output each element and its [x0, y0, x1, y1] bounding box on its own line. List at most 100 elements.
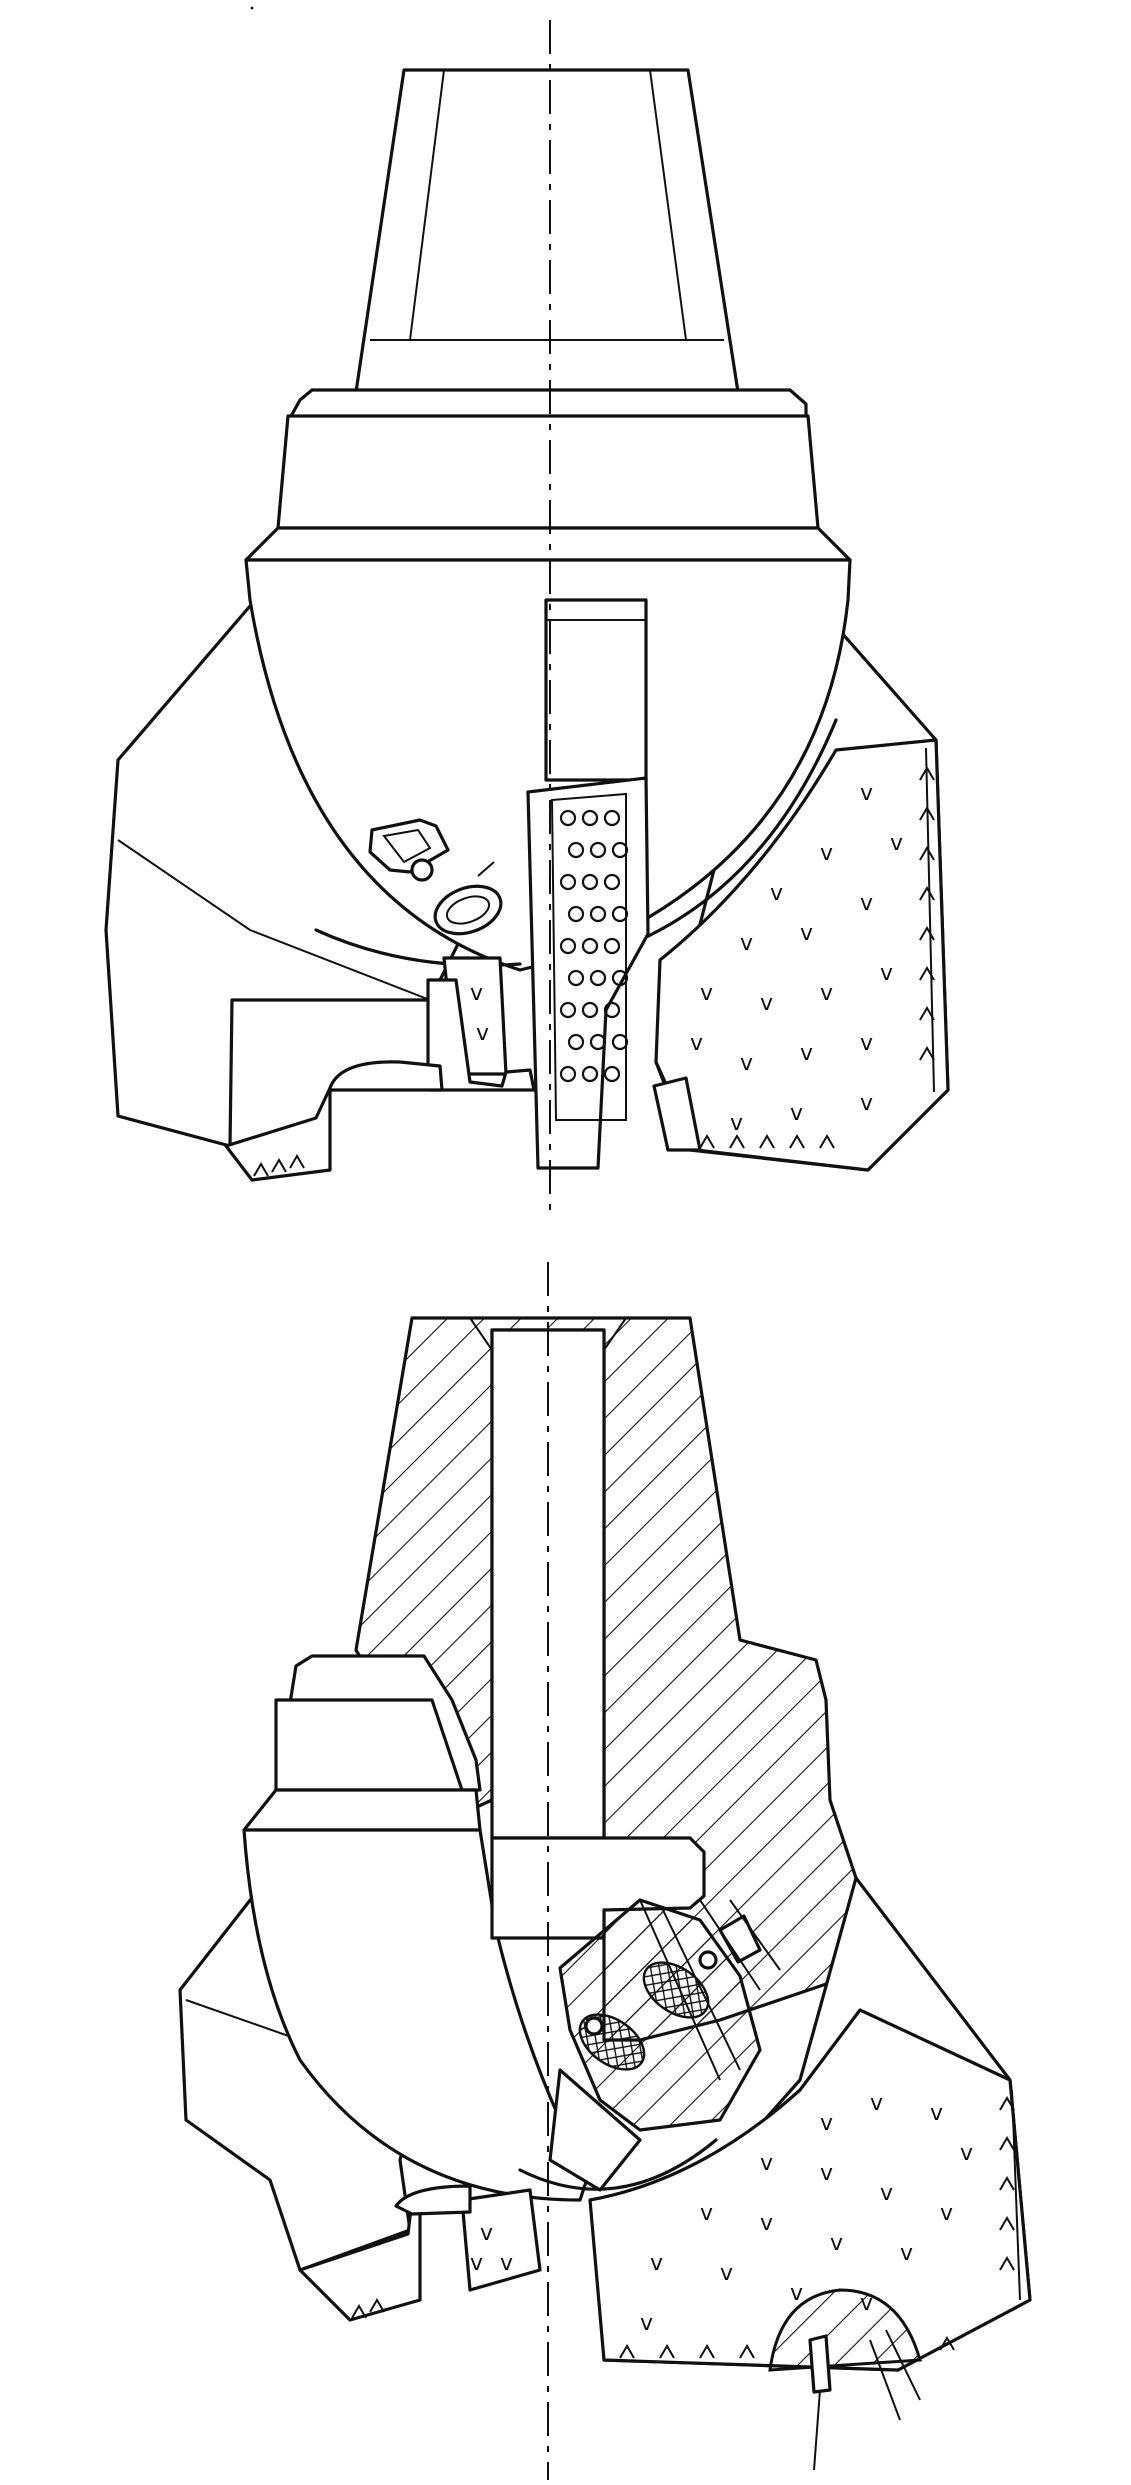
- pellet-insert: [559, 873, 577, 891]
- foot-tooth: [289, 1154, 305, 1169]
- right-cutter-gauge-edge: [925, 747, 935, 1093]
- section-left-upper-block: [274, 1698, 464, 1792]
- section-shaft-lines: [639, 1899, 741, 2081]
- v-insert-mark: v: [470, 2251, 483, 2276]
- foot-tooth: [699, 2344, 715, 2359]
- pellet-insert: [559, 937, 577, 955]
- v-insert-mark: v: [790, 2281, 803, 2306]
- section-left-dome: [242, 1828, 602, 2202]
- section-compact-tip: [808, 2334, 832, 2394]
- section-left-chamfer: [242, 1788, 482, 1832]
- v-insert-mark: v: [820, 2161, 833, 2186]
- v-insert-mark: v: [860, 781, 873, 806]
- gauge-tooth: [919, 1046, 935, 1061]
- gauge-tooth: [919, 926, 935, 941]
- gauge-teeth-top-right: [919, 766, 935, 1061]
- pin-shank: [354, 68, 740, 394]
- v-insert-mark: v: [760, 2151, 773, 2176]
- section-left-foot-arch: [394, 2184, 472, 2216]
- left-leg-inner-line: [117, 839, 431, 1001]
- pellet-insert: [603, 873, 621, 891]
- v-insert-mark: v: [870, 2091, 883, 2116]
- pellet-insert: [567, 969, 585, 987]
- v-insert-mark: v: [860, 891, 873, 916]
- bearing-leader-line: [477, 861, 495, 877]
- foot-tooth: [739, 2344, 755, 2359]
- gauge-tooth: [919, 966, 935, 981]
- v-insert-mark: v: [860, 2291, 873, 2316]
- bearing-clip-inner: [382, 828, 432, 864]
- v-insert-mark: v: [470, 981, 483, 1006]
- pellet-insert: [567, 905, 585, 923]
- pellet-insert: [611, 1033, 629, 1051]
- v-insert-mark: v: [740, 1051, 753, 1076]
- v-insert-mark: v: [770, 881, 783, 906]
- pellet-insert: [589, 1033, 607, 1051]
- section-dome-inner-curve: [518, 2138, 718, 2191]
- gauge-tooth: [999, 2136, 1015, 2151]
- pellet-insert: [581, 1001, 599, 1019]
- v-insert-mark: v: [900, 2241, 913, 2266]
- foot-tooth: [699, 1134, 715, 1149]
- foot-tooth: [369, 2298, 385, 2313]
- right-foot: [652, 1076, 702, 1152]
- v-insert-mark: v: [730, 1111, 743, 1136]
- v-insert-mark: v: [700, 2201, 713, 2226]
- upper-body-block: [276, 414, 820, 530]
- pellet-insert: [589, 905, 607, 923]
- v-insert-mark: v: [800, 921, 813, 946]
- v-insert-mark: v: [860, 1091, 873, 1116]
- section-retainer-lines: [699, 1899, 781, 1991]
- v-insert-mark: v: [476, 1021, 489, 1046]
- v-insert-mark: v: [480, 2221, 493, 2246]
- section-seal-ring-right: [642, 1961, 710, 2019]
- v-insert-mark: v: [820, 2111, 833, 2136]
- gauge-tooth: [999, 2256, 1015, 2271]
- v-insert-mark: v: [890, 831, 903, 856]
- gauge-tooth: [999, 2216, 1015, 2231]
- pellet-insert: [603, 1001, 621, 1019]
- right-foot-teeth: [699, 1134, 835, 1149]
- pellet-insert: [559, 809, 577, 827]
- bearing-seal-inner: [445, 895, 491, 925]
- pellet-insert: [567, 841, 585, 859]
- v-insert-mark: v: [820, 981, 833, 1006]
- section-bearing-pin-body: [490, 1836, 706, 1940]
- pellet-insert: [559, 1001, 577, 1019]
- bore-mouth-left: [469, 1317, 493, 1351]
- v-insert-mark: v: [760, 991, 773, 1016]
- blade-border: [550, 792, 627, 1121]
- v-insert-mark: v: [690, 1031, 703, 1056]
- section-right-cutter-block: [588, 2008, 1032, 2372]
- pellet-insert: [611, 841, 629, 859]
- pellet-insert: [589, 969, 607, 987]
- section-retainer-stud: [718, 1914, 762, 1964]
- v-insert-mark: v: [760, 2211, 773, 2236]
- section-right-gauge-line: [1011, 2089, 1021, 2301]
- pellet-insert: [581, 873, 599, 891]
- stray-mark: [250, 6, 254, 10]
- v-insert-mark: v: [830, 2231, 843, 2256]
- section-foot-teeth: [351, 2298, 955, 2359]
- gauge-tooth: [919, 806, 935, 821]
- gauge-tooth: [919, 846, 935, 861]
- foot-tooth: [939, 2336, 955, 2351]
- v-insert-mark: v: [960, 2141, 973, 2166]
- v-insert-mark: v: [500, 2251, 513, 2276]
- pellet-insert: [611, 905, 629, 923]
- section-left-leg-line: [185, 1999, 301, 2041]
- v-insert-mark: v: [930, 2101, 943, 2126]
- v-insert-mark: v: [700, 981, 713, 1006]
- v-insert-mark: v: [720, 2261, 733, 2286]
- gauge-teeth-bottom-right: [999, 2096, 1015, 2271]
- pellet-insert: [567, 1033, 585, 1051]
- gauge-tooth: [919, 886, 935, 901]
- v-insert-mark: v: [880, 2181, 893, 2206]
- v-insert-mark: v: [650, 2251, 663, 2276]
- pellet-insert: [603, 809, 621, 827]
- gauge-tooth: [919, 1006, 935, 1021]
- foot-tooth: [759, 1134, 775, 1149]
